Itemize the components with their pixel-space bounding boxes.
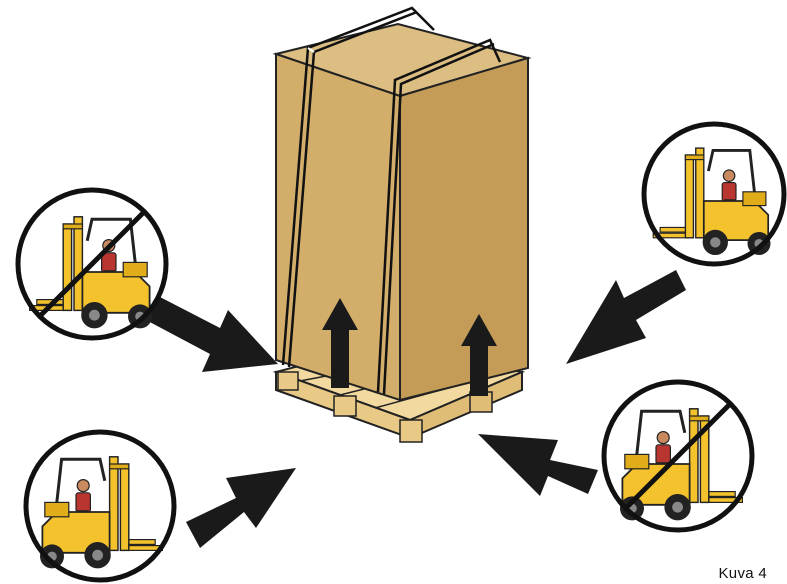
boxed-unit [276,8,528,442]
arrow-icon [566,270,686,364]
arrow-icon [146,296,278,372]
figure-caption: Kuva 4 [719,565,768,582]
forklift-top-left [16,188,168,340]
forklift-bottom-right [602,380,754,532]
arrow-icon [186,468,296,548]
box-side [400,58,528,400]
forklift-top-right [642,122,786,266]
forklift-bottom-left [24,430,176,582]
arrow-icon [478,434,598,496]
